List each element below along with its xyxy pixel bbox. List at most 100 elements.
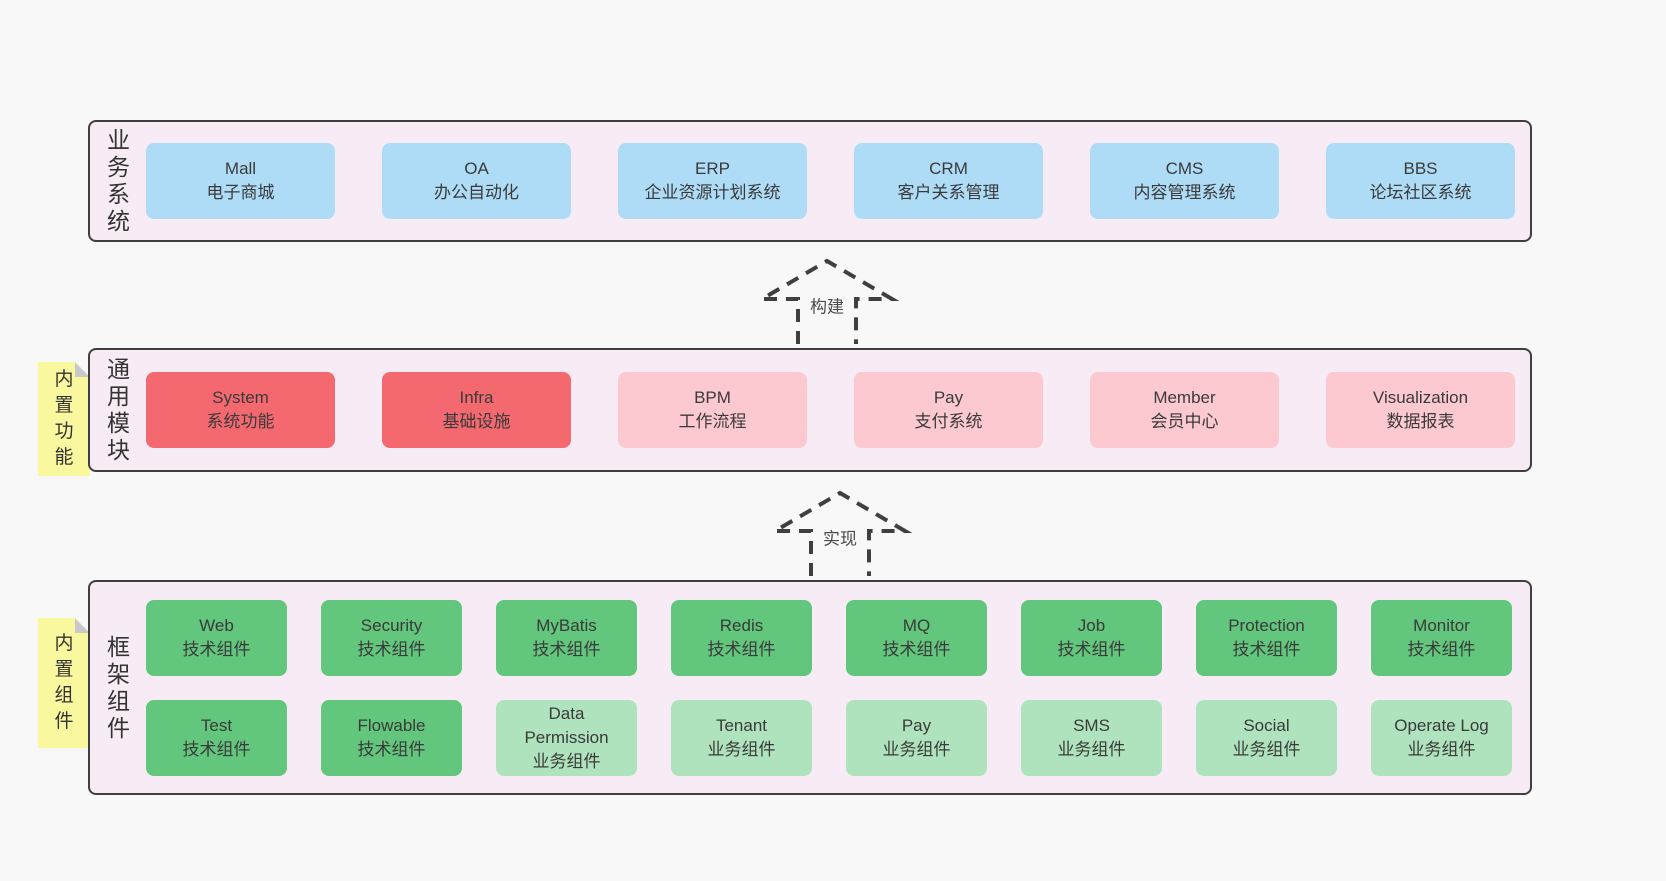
- box-system: System 系统功能: [146, 372, 335, 448]
- box-bpm-name: BPM: [694, 388, 731, 407]
- box-system-name: System: [212, 388, 269, 407]
- box-pay-module: Pay 支付系统: [854, 372, 1043, 448]
- business-systems-boxes: Mall 电子商城 OA 办公自动化 ERP 企业资源计划系统 CRM 客户关系…: [146, 143, 1515, 219]
- box-system-subtitle: 系统功能: [206, 412, 275, 431]
- box-operate-log-subtitle: 业务组件: [1407, 739, 1476, 759]
- box-member-name: Member: [1153, 388, 1216, 407]
- box-social: Social 业务组件: [1196, 699, 1337, 776]
- box-mq-name: MQ: [902, 615, 931, 635]
- box-mybatis-name: MyBatis: [536, 615, 597, 635]
- box-test: Test 技术组件: [146, 699, 287, 776]
- box-visualization-name: Visualization: [1372, 388, 1469, 407]
- box-mq-subtitle: 技术组件: [882, 639, 951, 659]
- box-erp: ERP 企业资源计划系统: [618, 143, 807, 219]
- box-bbs: BBS 论坛社区系统: [1326, 143, 1515, 219]
- common-modules-boxes: System 系统功能 Infra 基础设施 BPM 工作流程 Pay 支付系统…: [146, 372, 1515, 448]
- box-protection: Protection 技术组件: [1196, 599, 1337, 676]
- box-redis: Redis 技术组件: [671, 599, 812, 676]
- box-flowable-subtitle: 技术组件: [357, 739, 426, 759]
- arrow-up-dashed-icon: [767, 490, 913, 576]
- framework-components-row-1: Web 技术组件 Security 技术组件 MyBatis 技术组件 Redi…: [146, 599, 1512, 676]
- box-security: Security 技术组件: [321, 599, 462, 676]
- box-crm-subtitle: 客户关系管理: [897, 183, 1000, 202]
- box-erp-name: ERP: [695, 159, 730, 178]
- box-cms: CMS 内容管理系统: [1090, 143, 1279, 219]
- box-social-name: Social: [1243, 715, 1290, 735]
- box-oa-name: OA: [464, 159, 489, 178]
- box-bpm: BPM 工作流程: [618, 372, 807, 448]
- box-pay-module-name: Pay: [933, 388, 964, 407]
- band-common-modules-label: 通用模块: [107, 356, 130, 463]
- box-job-name: Job: [1077, 615, 1106, 635]
- sticky-builtin-features: 内置功能: [38, 362, 90, 476]
- box-monitor-subtitle: 技术组件: [1407, 639, 1476, 659]
- box-sms-name: SMS: [1073, 715, 1110, 735]
- arrow-up-dashed-icon: [754, 258, 900, 344]
- box-job-subtitle: 技术组件: [1057, 639, 1126, 659]
- box-erp-subtitle: 企业资源计划系统: [644, 183, 781, 202]
- arrow-build-label: 构建: [806, 291, 848, 319]
- box-sms: SMS 业务组件: [1021, 699, 1162, 776]
- box-monitor-name: Monitor: [1413, 615, 1470, 635]
- box-test-subtitle: 技术组件: [182, 739, 251, 759]
- band-framework-components-label: 框架组件: [107, 633, 130, 741]
- box-web: Web 技术组件: [146, 599, 287, 676]
- box-web-name: Web: [199, 615, 234, 635]
- box-data-permission-name: Data Permission: [524, 703, 609, 747]
- box-pay-component: Pay 业务组件: [846, 699, 987, 776]
- box-bpm-subtitle: 工作流程: [678, 412, 747, 431]
- box-infra-subtitle: 基础设施: [442, 412, 511, 431]
- sticky-builtin-features-label: 内置功能: [54, 369, 74, 468]
- box-flowable-name: Flowable: [357, 715, 426, 735]
- box-mybatis: MyBatis 技术组件: [496, 599, 637, 676]
- box-redis-subtitle: 技术组件: [707, 639, 776, 659]
- box-operate-log-name: Operate Log: [1394, 715, 1489, 735]
- arrow-implement-label: 实现: [819, 523, 861, 551]
- band-common-modules: 通用模块 System 系统功能 Infra 基础设施 BPM 工作流程 Pay…: [88, 348, 1532, 472]
- box-test-name: Test: [200, 715, 233, 735]
- box-pay-module-subtitle: 支付系统: [914, 412, 983, 431]
- band-business-systems-label: 业务系统: [107, 127, 130, 234]
- box-mybatis-subtitle: 技术组件: [532, 639, 601, 659]
- box-web-subtitle: 技术组件: [182, 639, 251, 659]
- box-tenant: Tenant 业务组件: [671, 699, 812, 776]
- box-operate-log: Operate Log 业务组件: [1371, 699, 1512, 776]
- box-social-subtitle: 业务组件: [1232, 739, 1301, 759]
- box-oa-subtitle: 办公自动化: [434, 183, 519, 202]
- box-pay-component-subtitle: 业务组件: [882, 739, 951, 759]
- box-member-subtitle: 会员中心: [1150, 412, 1219, 431]
- box-mall-subtitle: 电子商城: [206, 183, 275, 202]
- arrow-implement: 实现: [765, 486, 915, 576]
- framework-components-row-2: Test 技术组件 Flowable 技术组件 Data Permission …: [146, 699, 1512, 776]
- box-redis-name: Redis: [719, 615, 764, 635]
- box-protection-subtitle: 技术组件: [1232, 639, 1301, 659]
- box-crm-name: CRM: [929, 159, 968, 178]
- box-data-permission-subtitle: 业务组件: [532, 751, 601, 771]
- box-cms-name: CMS: [1165, 159, 1204, 178]
- box-mq: MQ 技术组件: [846, 599, 987, 676]
- box-mall: Mall 电子商城: [146, 143, 335, 219]
- sticky-builtin-components-label: 内置组件: [54, 633, 74, 732]
- box-infra: Infra 基础设施: [382, 372, 571, 448]
- box-data-permission: Data Permission 业务组件: [496, 699, 637, 776]
- box-flowable: Flowable 技术组件: [321, 699, 462, 776]
- box-crm: CRM 客户关系管理: [854, 143, 1043, 219]
- box-pay-component-name: Pay: [901, 715, 932, 735]
- framework-components-rows: Web 技术组件 Security 技术组件 MyBatis 技术组件 Redi…: [146, 599, 1512, 776]
- box-visualization-subtitle: 数据报表: [1386, 412, 1455, 431]
- box-security-name: Security: [360, 615, 423, 635]
- arrow-build: 构建: [752, 254, 902, 344]
- band-framework-components: 框架组件 Web 技术组件 Security 技术组件 MyBatis 技术组件…: [88, 580, 1532, 795]
- box-mall-name: Mall: [224, 159, 257, 178]
- box-cms-subtitle: 内容管理系统: [1133, 183, 1236, 202]
- box-bbs-subtitle: 论坛社区系统: [1369, 183, 1472, 202]
- box-security-subtitle: 技术组件: [357, 639, 426, 659]
- box-oa: OA 办公自动化: [382, 143, 571, 219]
- box-monitor: Monitor 技术组件: [1371, 599, 1512, 676]
- box-tenant-name: Tenant: [715, 715, 768, 735]
- box-job: Job 技术组件: [1021, 599, 1162, 676]
- box-infra-name: Infra: [459, 388, 494, 407]
- box-member: Member 会员中心: [1090, 372, 1279, 448]
- box-bbs-name: BBS: [1403, 159, 1438, 178]
